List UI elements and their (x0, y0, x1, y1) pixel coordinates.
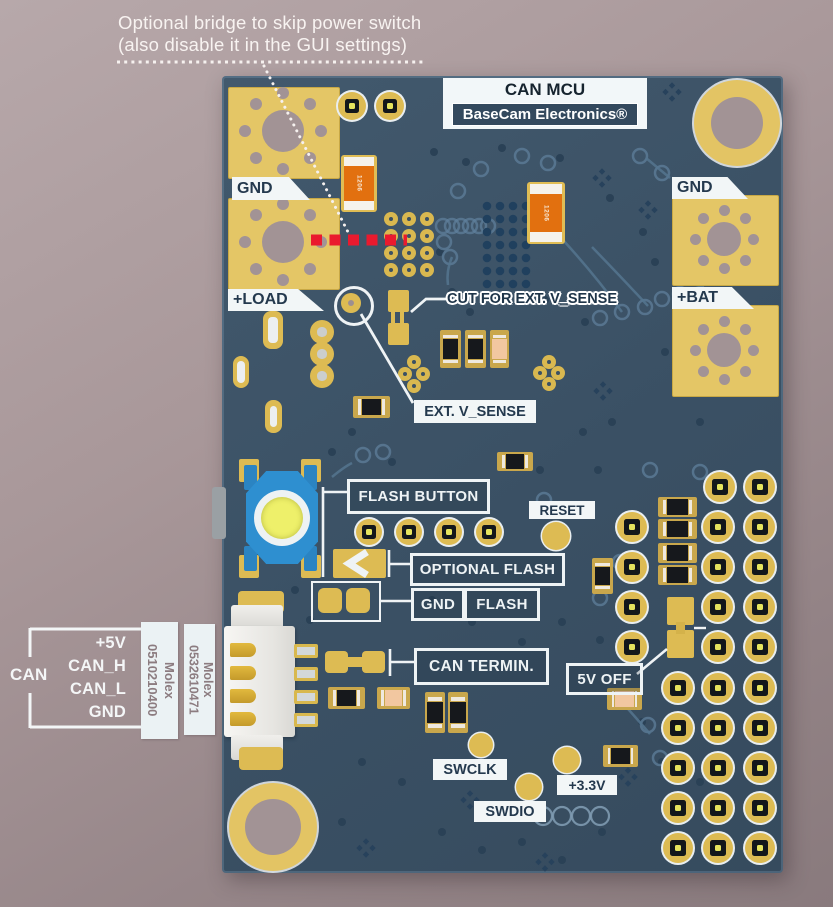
resistor-cap (530, 231, 562, 243)
flash-jumper-pad (346, 588, 370, 613)
flash-jumper-label: FLASH (464, 588, 540, 621)
annotation-line-2: (also disable it in the GUI settings) (118, 34, 408, 55)
connector-smt-pad (294, 690, 318, 704)
resistor-cap (344, 200, 374, 211)
cut-vsense-label: CUT FOR EXT. V_SENSE (447, 291, 618, 307)
5v-jumper-bottom (667, 630, 694, 658)
annotation-note: Optional bridge to skip power switch (al… (118, 12, 421, 56)
resistor-body: 1206 (343, 166, 375, 201)
board-title: CAN MCU (504, 80, 586, 99)
5v-jumper-top (667, 597, 694, 625)
button-clip (244, 546, 257, 571)
swdio-label: SWDIO (474, 801, 546, 822)
vsense-jumper-trace (400, 311, 404, 324)
connector-smt-pad (294, 644, 318, 658)
resistor-code: 1206 (542, 204, 550, 222)
v33-label: +3.3V (557, 775, 617, 795)
connector-pin (230, 689, 256, 703)
connector-mount-pad (239, 747, 283, 770)
molex-brand: Molex (162, 662, 177, 699)
optional-flash-jumper (333, 549, 386, 578)
resistor-code: 1206 (355, 175, 363, 192)
vsense-jumper-bottom-pad (388, 323, 409, 345)
board-title-block: CAN MCU BaseCam Electronics® (443, 78, 647, 129)
can-pin-canl: CAN_L (69, 680, 126, 698)
5v-off-label: 5V OFF (566, 663, 643, 695)
can-pin-canh: CAN_H (68, 657, 126, 675)
resistor-cap (344, 156, 374, 167)
gnd-jumper-label: GND (411, 588, 465, 621)
can-pin-gnd: GND (88, 703, 126, 721)
resistor-1206-a: 1206 (341, 155, 377, 212)
swclk-label: SWCLK (433, 759, 507, 780)
5v-jumper-waist (676, 622, 685, 634)
button-clip (244, 465, 257, 490)
molex-brand: Molex (201, 661, 215, 698)
resistor-cap (530, 183, 562, 195)
molex-housing-part-strip: Molex 0510210400 (141, 622, 178, 739)
load-label: +LOAD (228, 289, 324, 311)
gnd-jumper-pad (318, 588, 342, 613)
vsense-jumper-top-pad (388, 290, 409, 312)
molex-part-number: 0532610471 (186, 644, 201, 715)
ext-vsense-label: EXT. V_SENSE (414, 400, 536, 423)
vsense-jumper-trace (391, 311, 395, 324)
molex-part-number: 0510210400 (145, 644, 160, 717)
can-term-trace (344, 657, 365, 667)
chevron-left-icon (342, 549, 369, 578)
test-point-hole (348, 300, 354, 306)
resistor-body: 1206 (529, 194, 563, 232)
connector-flange (231, 605, 283, 629)
can-termin-label: CAN TERMIN. (414, 648, 549, 685)
connector-pin (230, 712, 256, 726)
can-term-pad (325, 651, 348, 673)
connector-pin (230, 643, 256, 657)
flash-button-cap (261, 497, 303, 539)
annotation-line-1: Optional bridge to skip power switch (118, 12, 422, 33)
molex-header-part-strip: Molex 0532610471 (184, 624, 215, 735)
can-term-pad (362, 651, 385, 673)
reset-label: RESET (529, 501, 595, 519)
connector-pin (230, 666, 256, 680)
brand-label: BaseCam Electronics® (452, 103, 638, 126)
can-label: CAN (10, 665, 48, 684)
resistor-1206-b: 1206 (527, 182, 565, 244)
gnd-right-label: GND (672, 177, 748, 199)
flash-button-label: FLASH BUTTON (347, 479, 490, 514)
can-pin-5v: +5V (95, 634, 126, 652)
vsense-test-point-ring (334, 286, 374, 326)
button-side-tab (212, 487, 226, 539)
connector-smt-pad (294, 713, 318, 727)
connector-smt-pad (294, 667, 318, 681)
optional-flash-label: OPTIONAL FLASH (410, 553, 565, 586)
